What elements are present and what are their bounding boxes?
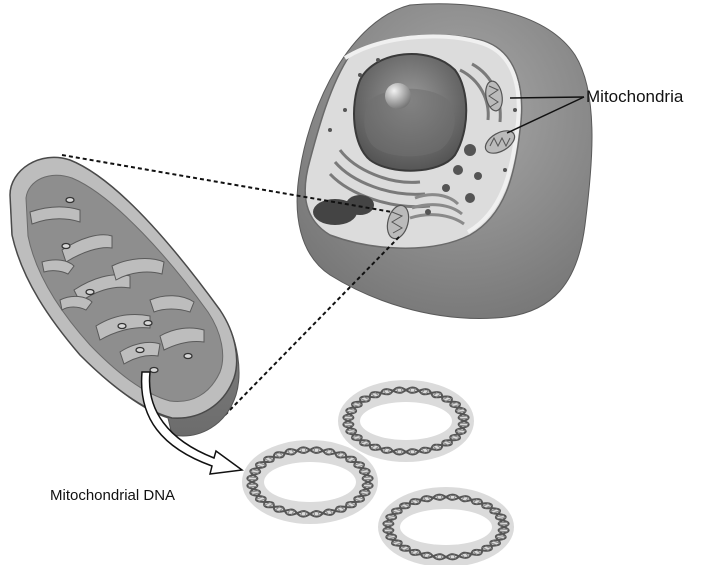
- dna-base-pair: [459, 416, 468, 417]
- mitochondrial-dna-label: Mitochondrial DNA: [50, 487, 175, 504]
- dna-base-pair: [410, 388, 411, 393]
- dna-ring-center: [264, 462, 356, 502]
- dna-base-pair: [384, 531, 393, 532]
- dna-base-pair: [344, 416, 353, 417]
- dna-base-pair: [499, 522, 508, 523]
- dna-base-pair: [363, 486, 372, 487]
- dna-base-pair: [248, 486, 257, 487]
- dna-base-pair: [410, 450, 411, 455]
- dna-base-pair: [450, 495, 451, 499]
- dna-ring-center: [360, 402, 452, 440]
- dna-base-pair: [305, 448, 306, 453]
- dna-ring-center: [400, 509, 492, 545]
- dna-base-pair: [344, 425, 353, 426]
- dna-base-pair: [314, 512, 315, 517]
- dna-base-pair: [401, 450, 402, 455]
- dna-base-pair: [459, 425, 468, 426]
- mitochondrion-enlarged: [10, 157, 239, 436]
- dna-base-pair: [384, 522, 393, 523]
- mitochondria-label: Mitochondria: [586, 87, 683, 107]
- dna-ring: [242, 440, 378, 524]
- dna-base-pair: [441, 555, 442, 559]
- dna-base-pair: [363, 477, 372, 478]
- dna-base-pair: [450, 555, 451, 559]
- dna-ring: [338, 380, 474, 462]
- dna-base-pair: [314, 448, 315, 453]
- dna-base-pair: [499, 531, 508, 532]
- dna-base-pair: [401, 388, 402, 393]
- dna-base-pair: [305, 512, 306, 517]
- dna-base-pair: [248, 477, 257, 478]
- dna-ring: [378, 487, 514, 565]
- nucleolus: [385, 83, 411, 109]
- dna-base-pair: [441, 495, 442, 499]
- animal-cell: [297, 4, 592, 319]
- nucleus: [354, 54, 466, 171]
